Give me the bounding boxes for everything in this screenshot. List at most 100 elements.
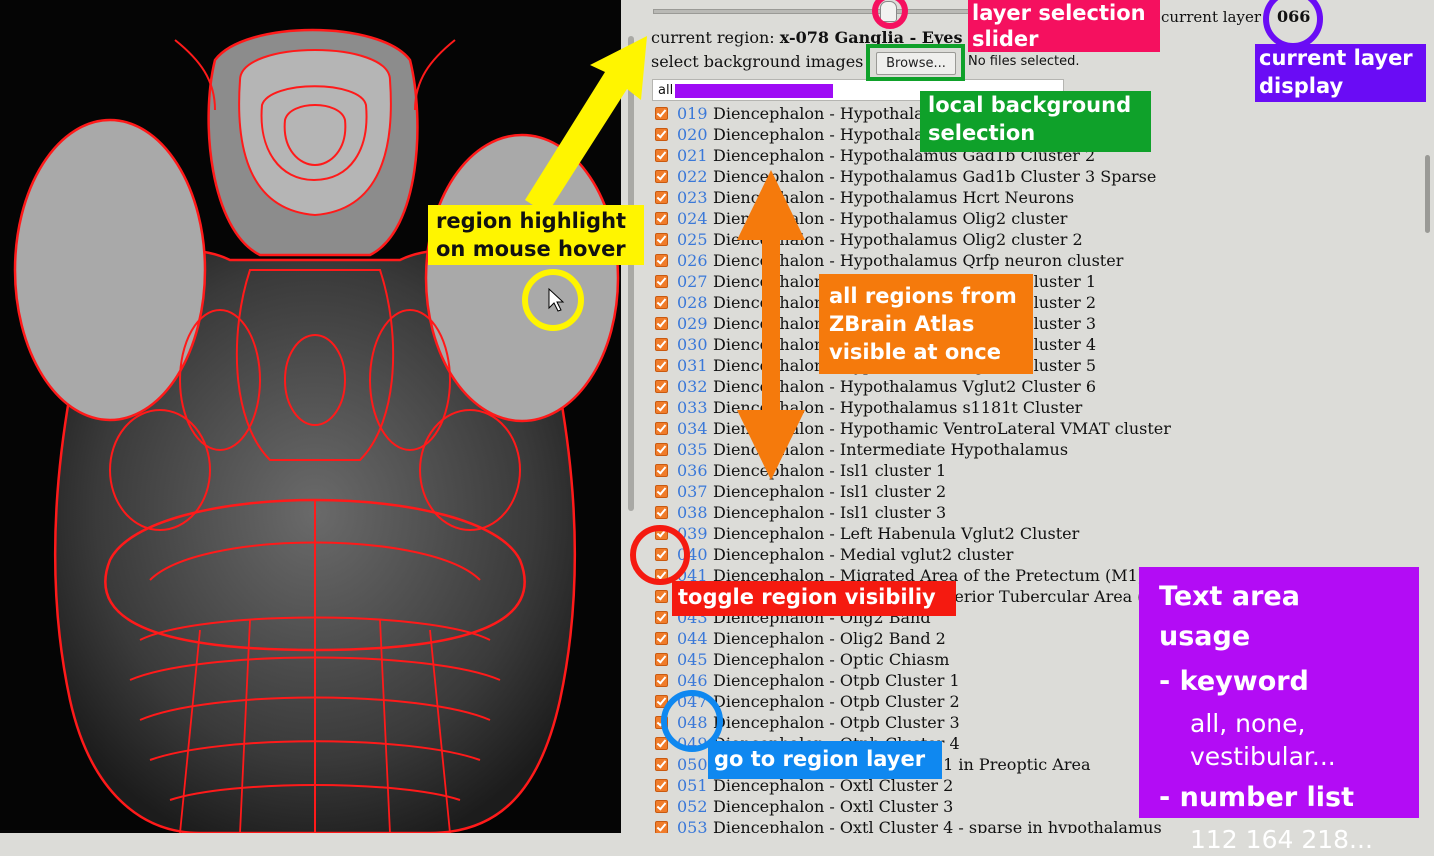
brain-outline-drawing[interactable]: [0, 0, 621, 833]
region-layer-link[interactable]: 024: [677, 209, 708, 228]
region-visibility-checkbox[interactable]: [655, 212, 668, 225]
brain-atlas-viewer[interactable]: [0, 0, 621, 833]
region-visibility-checkbox[interactable]: [655, 359, 668, 372]
region-visibility-checkbox[interactable]: [655, 317, 668, 330]
region-visibility-checkbox[interactable]: [655, 443, 668, 456]
region-visibility-checkbox[interactable]: [655, 422, 668, 435]
region-layer-link[interactable]: 037: [677, 482, 708, 501]
region-layer-link[interactable]: 046: [677, 671, 708, 690]
annotation-line: slider: [972, 27, 1039, 51]
region-layer-link[interactable]: 031: [677, 356, 708, 375]
usage-keyword-example-line: vestibular...: [1190, 742, 1336, 771]
region-layer-link[interactable]: 023: [677, 188, 708, 207]
region-visibility-checkbox[interactable]: [655, 338, 668, 351]
usage-number-example: 112 164 218...: [1190, 825, 1373, 854]
region-layer-link[interactable]: 049: [677, 734, 708, 753]
region-layer-link[interactable]: 021: [677, 146, 708, 165]
annotation-line: layer selection: [972, 1, 1146, 25]
region-name: Diencephalon - Otpb Cluster 1: [713, 671, 960, 690]
region-visibility-checkbox[interactable]: [655, 275, 668, 288]
region-visibility-checkbox[interactable]: [655, 527, 668, 540]
region-layer-link[interactable]: 029: [677, 314, 708, 333]
region-visibility-checkbox[interactable]: [655, 779, 668, 792]
region-visibility-checkbox[interactable]: [655, 401, 668, 414]
usage-title: Text area usage: [1159, 581, 1300, 652]
region-visibility-checkbox[interactable]: [655, 485, 668, 498]
region-layer-link[interactable]: 035: [677, 440, 708, 459]
region-visibility-checkbox[interactable]: [655, 380, 668, 393]
region-visibility-checkbox[interactable]: [655, 128, 668, 141]
region-visibility-checkbox[interactable]: [655, 254, 668, 267]
region-name: Diencephalon - Hypothalamus Olig2 cluste…: [713, 230, 1083, 249]
region-layer-link[interactable]: 036: [677, 461, 708, 480]
region-visibility-checkbox[interactable]: [655, 758, 668, 771]
region-layer-link[interactable]: 022: [677, 167, 708, 186]
region-layer-link[interactable]: 019: [677, 104, 708, 123]
region-layer-link[interactable]: 047: [677, 692, 708, 711]
region-layer-link[interactable]: 040: [677, 545, 708, 564]
region-filter-value: all: [658, 83, 674, 98]
region-name: Diencephalon - Olig2 Band 2: [713, 629, 946, 648]
region-layer-link[interactable]: 028: [677, 293, 708, 312]
region-visibility-checkbox[interactable]: [655, 695, 668, 708]
annotation-line: display: [1259, 74, 1344, 98]
region-visibility-checkbox[interactable]: [655, 737, 668, 750]
annotation-hover: region highlight on mouse hover: [428, 205, 644, 265]
region-visibility-checkbox[interactable]: [655, 569, 668, 582]
region-layer-link[interactable]: 032: [677, 377, 708, 396]
region-visibility-checkbox[interactable]: [655, 149, 668, 162]
region-layer-link[interactable]: 039: [677, 524, 708, 543]
left-scrollbar[interactable]: [628, 36, 634, 511]
layer-slider-thumb[interactable]: [880, 1, 897, 22]
region-layer-link[interactable]: 030: [677, 335, 708, 354]
region-layer-link[interactable]: 053: [677, 818, 708, 833]
region-name: Diencephalon - Hypothamic VentroLateral …: [713, 419, 1171, 438]
annotation-toggle: toggle region visibiliy: [672, 581, 956, 616]
region-name: Diencephalon - Oxtl Cluster 4 - sparse i…: [713, 818, 1162, 833]
annotation-layer-slider: layer selection slider: [968, 0, 1160, 52]
annotation-line: ZBrain Atlas: [829, 312, 975, 336]
annotation-line: visible at once: [829, 340, 1001, 364]
right-scrollbar-thumb[interactable]: [1425, 155, 1430, 233]
region-layer-link[interactable]: 052: [677, 797, 708, 816]
browse-button[interactable]: Browse...: [876, 52, 956, 75]
region-visibility-checkbox[interactable]: [655, 674, 668, 687]
region-visibility-checkbox[interactable]: [655, 653, 668, 666]
region-visibility-checkbox[interactable]: [655, 632, 668, 645]
region-layer-link[interactable]: 045: [677, 650, 708, 669]
region-layer-link[interactable]: 020: [677, 125, 708, 144]
region-name: Diencephalon - Hypothalamus Olig2 cluste…: [713, 209, 1068, 228]
current-region-value: x-078 Ganglia - Eyes: [779, 28, 963, 47]
current-layer-value: 066: [1277, 7, 1311, 26]
region-visibility-checkbox[interactable]: [655, 191, 668, 204]
region-visibility-checkbox[interactable]: [655, 548, 668, 561]
region-visibility-checkbox[interactable]: [655, 506, 668, 519]
region-name: Diencephalon - Hypothalamus s1181t Clust…: [713, 398, 1083, 417]
region-visibility-checkbox[interactable]: [655, 611, 668, 624]
annotation-background-selection: local background selection: [920, 91, 1151, 152]
annotation-text-area-usage: Text area usage - keyword all, none, ves…: [1139, 567, 1419, 854]
region-layer-link[interactable]: 038: [677, 503, 708, 522]
region-name: Diencephalon - Hypothalamus Hcrt Neurons: [713, 188, 1075, 207]
region-name: Diencephalon - Migrated Area of the Pret…: [713, 566, 1145, 585]
region-visibility-checkbox[interactable]: [655, 296, 668, 309]
region-layer-link[interactable]: 050: [677, 755, 708, 774]
region-layer-link[interactable]: 051: [677, 776, 708, 795]
region-visibility-checkbox[interactable]: [655, 590, 668, 603]
region-visibility-checkbox[interactable]: [655, 800, 668, 813]
region-visibility-checkbox[interactable]: [655, 233, 668, 246]
region-layer-link[interactable]: 025: [677, 230, 708, 249]
region-layer-link[interactable]: 033: [677, 398, 708, 417]
region-layer-link[interactable]: 027: [677, 272, 708, 291]
region-layer-link[interactable]: 048: [677, 713, 708, 732]
region-layer-link[interactable]: 026: [677, 251, 708, 270]
region-visibility-checkbox[interactable]: [655, 716, 668, 729]
current-region-line: current region: x-078 Ganglia - Eyes: [651, 28, 962, 47]
region-visibility-checkbox[interactable]: [655, 170, 668, 183]
region-layer-link[interactable]: 044: [677, 629, 708, 648]
region-visibility-checkbox[interactable]: [655, 821, 668, 833]
region-visibility-checkbox[interactable]: [655, 107, 668, 120]
no-files-text: No files selected.: [968, 54, 1080, 69]
region-visibility-checkbox[interactable]: [655, 464, 668, 477]
region-layer-link[interactable]: 034: [677, 419, 708, 438]
